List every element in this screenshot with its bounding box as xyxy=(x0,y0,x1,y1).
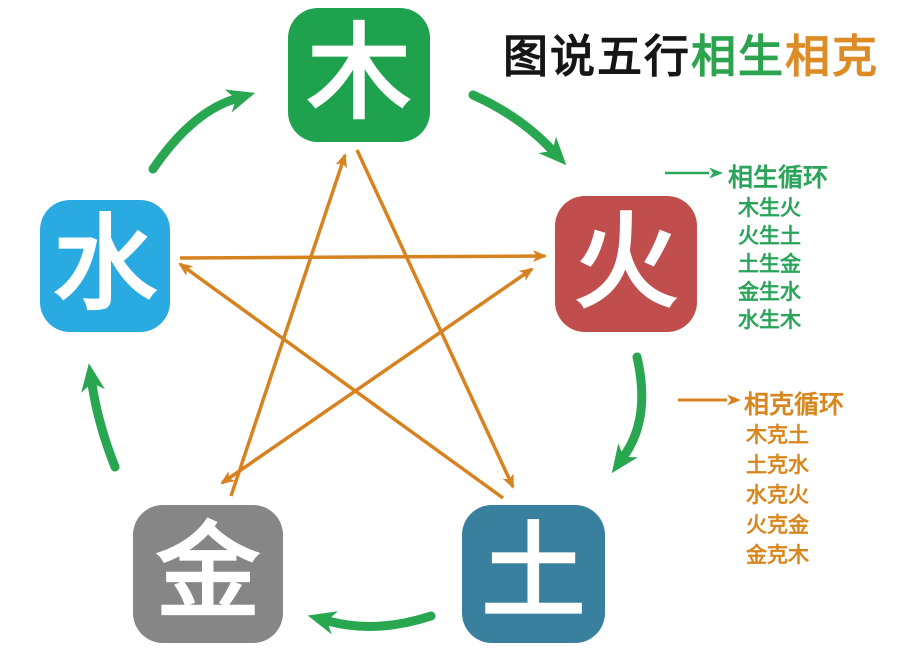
generating-item-5: 水生木 xyxy=(738,308,801,332)
overcoming-cycle-heading: 相克循环 xyxy=(744,390,845,419)
element-label-earth: 土 xyxy=(481,511,586,633)
generating-cycle-list: 木生火 火生土 土生金 金生水 水生木 xyxy=(738,194,801,334)
overcoming-arrow-wood-to-earth xyxy=(355,149,515,489)
generating-item-1: 木生火 xyxy=(738,196,801,220)
element-box-metal: 金 xyxy=(133,505,283,643)
generating-legend-arrow-icon xyxy=(665,167,723,179)
generating-item-2: 火生土 xyxy=(738,224,801,248)
overcoming-arrow-water-to-fire xyxy=(179,250,547,263)
generating-arrow-metal-to-water xyxy=(81,363,120,472)
overcoming-item-5: 金克木 xyxy=(746,543,809,567)
generating-arrow-water-to-wood xyxy=(148,89,256,174)
overcoming-arrow-earth-to-water xyxy=(178,262,505,500)
element-box-fire: 火 xyxy=(555,196,697,332)
title-text-generating: 相生 xyxy=(691,30,786,83)
generating-item-3: 土生金 xyxy=(738,252,801,276)
overcoming-item-4: 火克金 xyxy=(746,513,809,537)
page-title: 图说五行相生相克 xyxy=(503,20,879,85)
element-label-water: 水 xyxy=(52,203,157,325)
title-text-overcoming: 相克 xyxy=(785,30,880,83)
overcoming-item-3: 水克火 xyxy=(746,483,809,507)
overcoming-arrow-metal-to-wood xyxy=(229,153,347,497)
element-box-earth: 土 xyxy=(462,505,605,643)
overcoming-cycle-list: 木克土 土克水 水克火 火克金 金克木 xyxy=(746,420,809,570)
generating-arrow-wood-to-fire xyxy=(468,90,567,166)
element-box-water: 水 xyxy=(40,200,170,332)
element-box-wood: 木 xyxy=(288,8,430,142)
title-text-black: 图说五行 xyxy=(503,30,692,83)
element-label-fire: 火 xyxy=(573,201,678,323)
overcoming-legend-arrow-icon xyxy=(678,394,741,406)
element-label-wood: 木 xyxy=(306,12,411,134)
overcoming-item-2: 土克水 xyxy=(746,453,809,477)
generating-arrow-fire-to-earth xyxy=(611,352,647,474)
element-label-metal: 金 xyxy=(155,511,260,633)
generating-cycle-heading: 相生循环 xyxy=(728,163,829,192)
generating-item-4: 金生水 xyxy=(738,280,801,304)
overcoming-arrow-fire-to-metal xyxy=(220,267,534,485)
generating-arrow-earth-to-metal xyxy=(307,611,436,635)
overcoming-item-1: 木克土 xyxy=(746,423,809,447)
